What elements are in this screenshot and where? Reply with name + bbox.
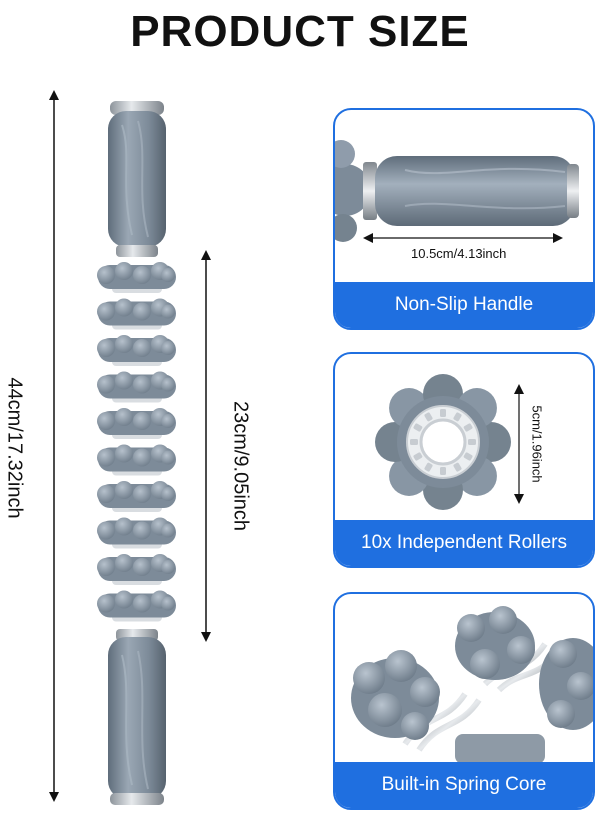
roller bbox=[97, 298, 176, 330]
feature-card-spring: Built-in Spring Core bbox=[333, 592, 595, 810]
handle-dimension-label: 10.5cm/4.13inch bbox=[411, 246, 507, 261]
handle-feature-label: Non-Slip Handle bbox=[335, 282, 593, 328]
roller bbox=[97, 590, 176, 622]
roller bbox=[97, 371, 176, 403]
massage-stick-image bbox=[97, 101, 176, 805]
roller bbox=[97, 554, 176, 585]
spring-closeup-image bbox=[351, 606, 593, 764]
roller bbox=[97, 335, 176, 366]
handle-closeup-image bbox=[335, 140, 579, 243]
spring-feature-label: Built-in Spring Core bbox=[335, 762, 593, 808]
roller bbox=[97, 408, 176, 439]
roller bbox=[97, 262, 176, 293]
feature-card-handle: 10.5cm/4.13inch Non-Slip Handle bbox=[333, 108, 595, 330]
page-title: PRODUCT SIZE bbox=[130, 7, 470, 56]
feature-card-rollers: 5cm/1.96inch 10x Independent Rollers bbox=[333, 352, 595, 568]
roller-dimension-label: 5cm/1.96inch bbox=[529, 405, 545, 483]
roller bbox=[97, 481, 176, 512]
roller-length-label: 23cm/9.05inch bbox=[229, 400, 252, 532]
roller bbox=[97, 444, 176, 476]
total-length-arrow bbox=[49, 90, 59, 802]
total-length-label: 44cm/17.32inch bbox=[3, 377, 26, 519]
roller-length-arrow bbox=[201, 250, 211, 642]
roller-height-arrow bbox=[514, 384, 524, 504]
roller-closeup-image bbox=[375, 374, 511, 510]
roller bbox=[97, 517, 176, 549]
rollers-group bbox=[97, 262, 176, 622]
rollers-feature-label: 10x Independent Rollers bbox=[335, 520, 593, 566]
